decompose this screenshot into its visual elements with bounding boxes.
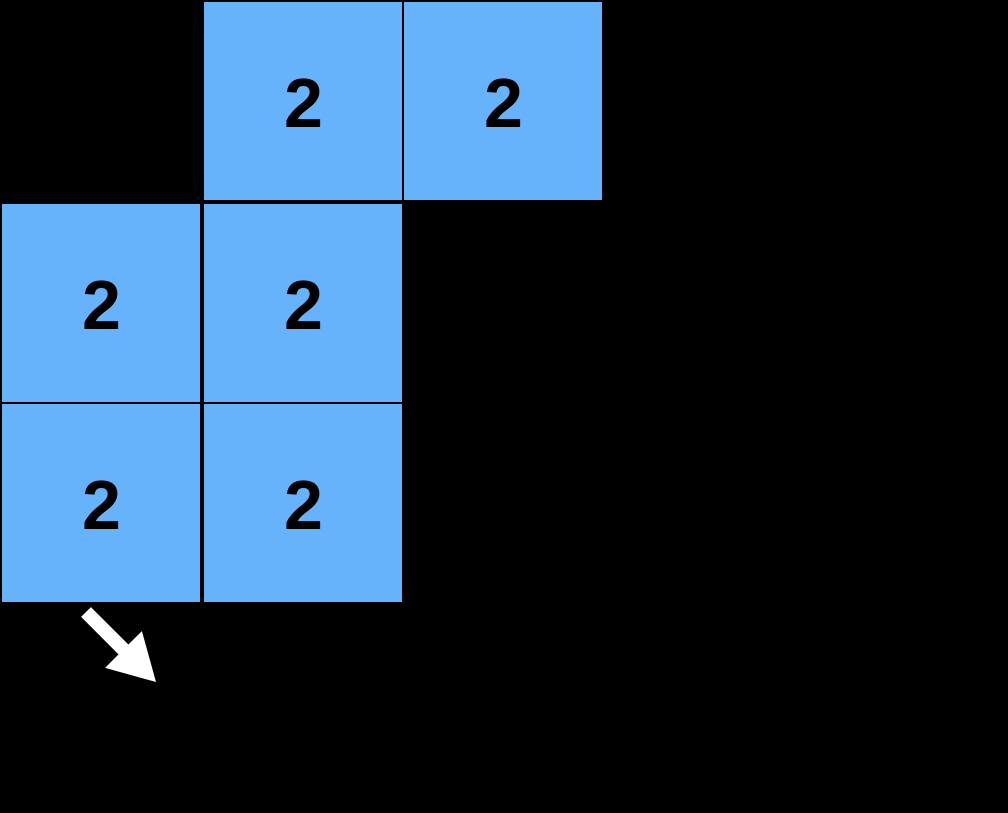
tile-value: 2 — [284, 64, 323, 142]
tile-value: 2 — [82, 266, 121, 344]
tile-r1-c3[interactable]: 2 — [402, 0, 604, 202]
tile-value: 2 — [284, 266, 323, 344]
tile-r3-c1[interactable]: 2 — [0, 402, 202, 604]
tile-value: 2 — [82, 466, 121, 544]
tile-r1-c2[interactable]: 2 — [202, 0, 404, 202]
tile-r2-c1[interactable]: 2 — [0, 202, 202, 404]
tile-r3-c2[interactable]: 2 — [202, 402, 404, 604]
tile-r2-c2[interactable]: 2 — [202, 202, 404, 404]
tile-value: 2 — [484, 64, 523, 142]
tile-value: 2 — [284, 466, 323, 544]
